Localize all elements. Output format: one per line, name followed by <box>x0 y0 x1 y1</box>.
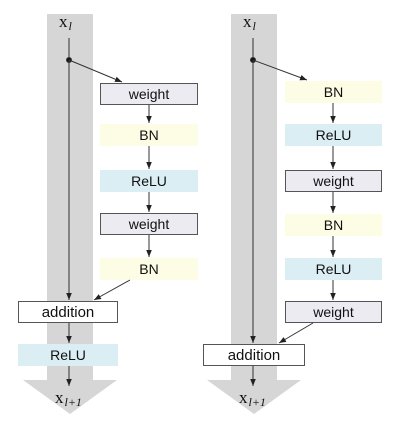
right-input-label-main: x <box>243 12 252 31</box>
right-relu-box-2: ReLU <box>285 258 382 280</box>
left-bn-box-2: BN <box>100 258 198 280</box>
left-output-label-main: x <box>55 388 64 407</box>
right-arrow-weight-addition <box>278 322 314 344</box>
right-branch-arrow <box>252 59 308 81</box>
left-weight-box-2: weight <box>100 213 198 235</box>
left-input-label: xl <box>59 12 72 33</box>
left-output-label-sub: l+1 <box>64 395 82 409</box>
right-weight-box-1: weight <box>285 170 382 192</box>
left-branch-arrow <box>68 59 123 83</box>
right-output-label: xl+1 <box>239 388 266 409</box>
left-input-label-main: x <box>59 12 68 31</box>
left-relu-box-output: ReLU <box>18 344 118 366</box>
right-weight-box-2: weight <box>285 301 382 323</box>
right-relu-box-1: ReLU <box>285 124 382 146</box>
left-input-label-sub: l <box>68 19 72 33</box>
right-output-label-main: x <box>239 388 248 407</box>
left-weight-box-1: weight <box>100 83 198 105</box>
left-output-label: xl+1 <box>55 388 82 409</box>
left-highway-arrow <box>23 14 117 414</box>
right-input-label-sub: l <box>252 19 256 33</box>
right-highway-arrow <box>207 14 301 414</box>
right-output-label-sub: l+1 <box>248 395 266 409</box>
right-addition-box: addition <box>203 344 305 366</box>
right-input-label: xl <box>243 12 256 33</box>
left-bn-box-1: BN <box>100 124 198 146</box>
left-relu-box-1: ReLU <box>100 170 198 192</box>
left-addition-box: addition <box>18 301 118 323</box>
right-bn-box-1: BN <box>285 81 382 103</box>
left-arrow-bn-addition <box>93 279 131 301</box>
right-bn-box-2: BN <box>285 214 382 236</box>
